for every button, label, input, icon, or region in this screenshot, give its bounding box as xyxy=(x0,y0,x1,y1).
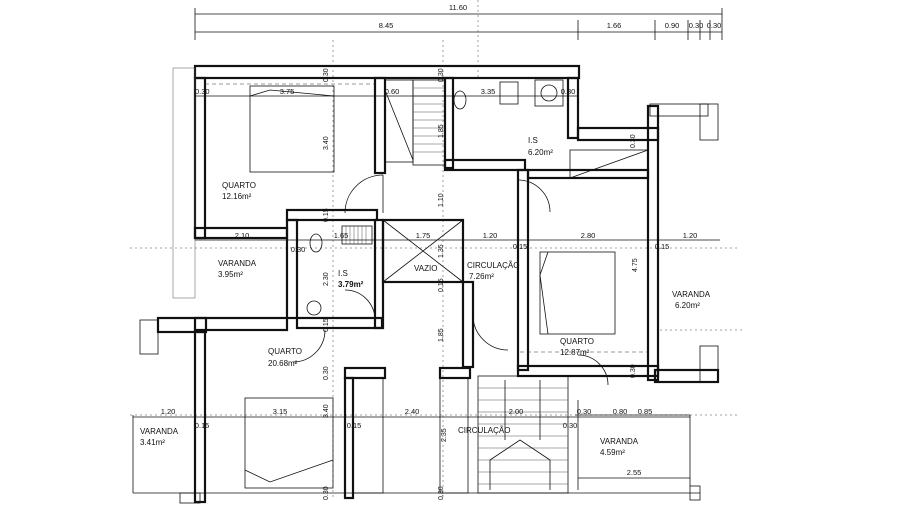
dim-h: 0.30 xyxy=(323,68,330,82)
dim-d: 3.35 xyxy=(481,87,496,96)
dim-n: 1.75 xyxy=(416,231,431,240)
dim-ai: 2.35 xyxy=(441,428,448,442)
dim-ak: 0.30 xyxy=(577,407,592,416)
dim-aj: 2.00 xyxy=(509,407,524,416)
dim-g: 1.85 xyxy=(438,124,445,138)
room-is-big-area: 6.20m² xyxy=(528,148,553,157)
dim-af: 3.40 xyxy=(323,404,330,418)
toilet-small-is xyxy=(309,233,323,253)
interior-dimensions: 0.30 3.75 0.60 3.35 0.30 3.40 1.85 0.30 … xyxy=(133,68,720,500)
dim-ag: 0.15 xyxy=(347,421,362,430)
dim-d3: 0.90 xyxy=(665,21,680,30)
doors xyxy=(292,174,609,386)
room-quarto1-name: QUARTO xyxy=(222,181,256,190)
toilet-big-is xyxy=(453,90,467,110)
room-quarto3-area: 20.68m² xyxy=(268,359,298,368)
dim-ar: 0.30 xyxy=(323,366,330,380)
bed-quarto2 xyxy=(539,251,616,335)
dim-f: 3.40 xyxy=(323,136,330,150)
dim-aa: 1.85 xyxy=(438,328,445,342)
room-quarto2-name: QUARTO xyxy=(560,337,594,346)
interior-walls xyxy=(193,76,650,500)
room-circ2-name: CIRCULAÇÃO xyxy=(458,426,510,435)
dim-e: 0.30 xyxy=(561,87,576,96)
axis-lines xyxy=(130,0,745,500)
stair-treads-top xyxy=(413,87,445,153)
top-dimension-chain: 11.60 8.45 1.66 0.90 0.30 0.30 xyxy=(194,3,723,40)
dim-b: 3.75 xyxy=(280,87,295,96)
dim-r: 1.20 xyxy=(683,231,698,240)
room-varanda2-area: 6.20m² xyxy=(675,301,700,310)
dim-an: 0.30 xyxy=(563,421,578,430)
dim-i: 1.10 xyxy=(438,193,445,207)
dim-x: 0.15 xyxy=(438,278,445,292)
room-labels: QUARTO 12.16m² VARANDA 3.95m² I.S 3.79m²… xyxy=(140,136,711,457)
bed-quarto1 xyxy=(249,85,335,173)
room-quarto1-area: 12.16m² xyxy=(222,192,252,201)
room-varanda3-area: 3.41m² xyxy=(140,438,165,447)
dim-al: 0.80 xyxy=(613,407,628,416)
room-is-small-name: I.S xyxy=(338,269,348,278)
room-circ-name: CIRCULAÇÃO xyxy=(467,261,519,270)
dim-ac: 1.20 xyxy=(161,407,176,416)
room-varanda1-area: 3.95m² xyxy=(218,270,243,279)
bed-quarto3 xyxy=(244,397,334,489)
dim-u: 2.30 xyxy=(323,272,330,286)
dim-z: 0.15 xyxy=(323,318,330,332)
dim-d2: 1.66 xyxy=(607,21,622,30)
room-circ-area: 7.26m² xyxy=(469,272,494,281)
dim-ap: 0.30 xyxy=(323,486,330,500)
room-varanda2-name: VARANDA xyxy=(672,290,711,299)
dim-ah: 2.40 xyxy=(405,407,420,416)
dim-d1: 8.45 xyxy=(379,21,394,30)
dim-s: 0.15 xyxy=(655,242,670,251)
dim-ae: 3.15 xyxy=(273,407,288,416)
dim-ab: 0.30 xyxy=(630,134,637,148)
dim-m: 1.65 xyxy=(334,231,349,240)
room-vazio-name: VAZIO xyxy=(414,264,437,273)
dim-aq: 0.30 xyxy=(438,486,445,500)
room-varanda3-name: VARANDA xyxy=(140,427,179,436)
dim-d4: 0.30 xyxy=(689,21,704,30)
dim-j: 0.30 xyxy=(438,68,445,82)
room-is-big-name: I.S xyxy=(528,136,538,145)
dim-t: 4.75 xyxy=(632,258,639,272)
room-varanda4-name: VARANDA xyxy=(600,437,639,446)
dim-ao: 2.55 xyxy=(627,468,642,477)
dim-c: 0.60 xyxy=(385,87,400,96)
dim-total: 11.60 xyxy=(449,3,467,12)
room-varanda1-name: VARANDA xyxy=(218,259,257,268)
dim-l: 0.30 xyxy=(291,245,306,254)
dim-p: 0.15 xyxy=(513,242,528,251)
dim-k: 2.10 xyxy=(235,231,250,240)
dim-o: 1.20 xyxy=(483,231,498,240)
dim-y: 0.30 xyxy=(630,364,637,378)
room-quarto2-area: 12.87m² xyxy=(560,348,590,357)
stair-treads-bottom xyxy=(478,380,568,490)
dim-a: 0.30 xyxy=(195,87,210,96)
dim-v: 1.35 xyxy=(438,244,445,258)
dim-q: 2.80 xyxy=(581,231,596,240)
dim-w: 0.15 xyxy=(323,208,330,222)
room-quarto3-name: QUARTO xyxy=(268,347,302,356)
sink-big-is xyxy=(540,84,558,102)
dim-ad: 0.15 xyxy=(195,421,210,430)
furniture xyxy=(205,79,648,489)
dim-d5: 0.30 xyxy=(707,21,722,30)
dim-am: 0.85 xyxy=(638,407,653,416)
room-is-small-area: 3.79m² xyxy=(338,280,364,289)
room-varanda4-area: 4.59m² xyxy=(600,448,625,457)
sink-small-is xyxy=(306,300,322,316)
